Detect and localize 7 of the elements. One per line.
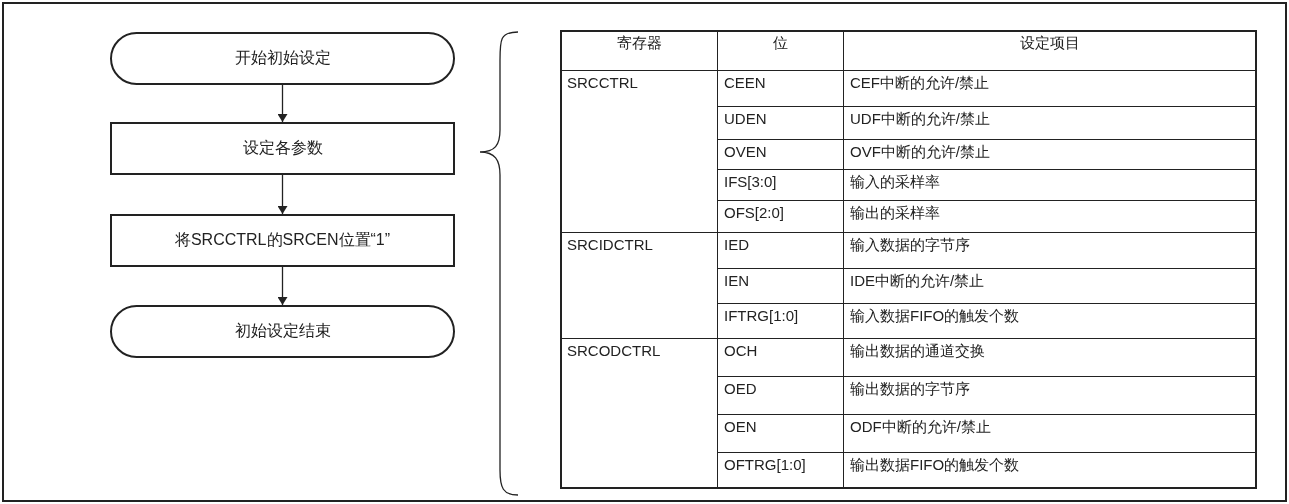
terminal-shape: 初始设定结束 [110, 305, 455, 358]
terminal-shape: 开始初始设定 [110, 32, 455, 85]
process-box: 设定各参数 [110, 122, 455, 175]
arrow [277, 84, 288, 123]
arrow [277, 266, 288, 306]
arrow [277, 174, 288, 215]
process-box: 将SRCCTRL的SRCEN位置“1” [110, 214, 455, 267]
